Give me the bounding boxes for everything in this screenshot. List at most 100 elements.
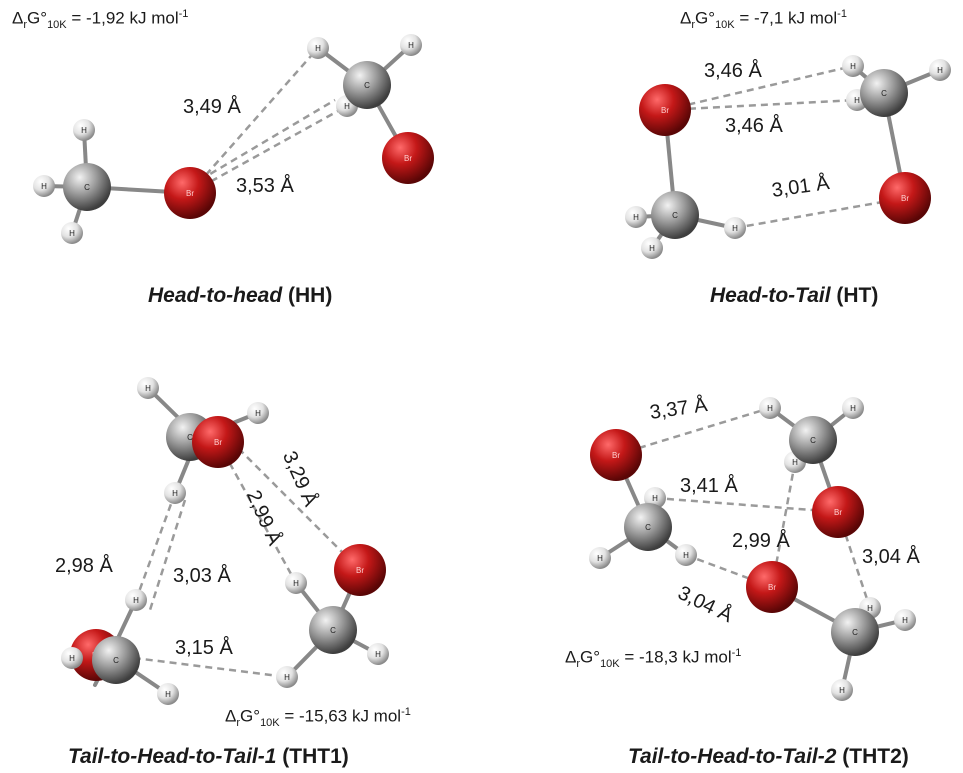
hydrogen-atom: H	[137, 377, 159, 399]
hydrogen-atom: H	[842, 397, 864, 419]
hydrogen-atom: H	[61, 222, 83, 244]
distance-hh-1: 3,49 Å	[183, 96, 241, 118]
svg-text:C: C	[187, 433, 193, 442]
hydrogen-atom: H	[73, 119, 95, 141]
svg-text:Br: Br	[214, 438, 222, 447]
hydrogen-atom: H	[929, 59, 951, 81]
contact-line	[216, 441, 298, 584]
bromine-atom: Br	[164, 167, 216, 219]
bromine-atom: Br	[334, 544, 386, 596]
svg-text:H: H	[683, 551, 689, 560]
contact-line	[199, 98, 336, 182]
contact-line	[664, 98, 858, 112]
hydrogen-atom: H	[625, 206, 647, 228]
contact-line	[615, 406, 771, 457]
contact-line	[664, 64, 854, 112]
hydrogen-atom: H	[589, 547, 611, 569]
svg-text:H: H	[767, 404, 773, 413]
distance-tht1-5: 3,15 Å	[175, 637, 233, 659]
distance-tht2-4: 3,04 Å	[862, 546, 920, 568]
svg-text:Br: Br	[834, 508, 842, 517]
hydrogen-atom: H	[164, 482, 186, 504]
svg-text:H: H	[850, 404, 856, 413]
hydrogen-atom: H	[842, 55, 864, 77]
contact-lines	[109, 47, 906, 679]
hydrogen-atom: H	[157, 683, 179, 705]
contact-line	[770, 461, 797, 588]
svg-text:C: C	[330, 626, 336, 635]
svg-text:Br: Br	[661, 106, 669, 115]
svg-text:H: H	[81, 126, 87, 135]
energy-hh: ΔrG°10K = -1,92 kJ mol-1	[12, 8, 189, 32]
svg-text:C: C	[852, 628, 858, 637]
svg-text:C: C	[881, 89, 887, 98]
hydrogen-atom: H	[125, 589, 147, 611]
covalent-bonds	[42, 43, 942, 696]
bromine-atom: Br	[192, 416, 244, 468]
bromine-atom: Br	[746, 561, 798, 613]
distance-tht2-3: 2,99 Å	[732, 530, 790, 552]
svg-text:H: H	[315, 44, 321, 53]
distance-tht1-4: 3,03 Å	[173, 565, 231, 587]
svg-text:H: H	[732, 224, 738, 233]
contact-line	[189, 104, 348, 195]
contact-line	[189, 47, 319, 194]
svg-text:Br: Br	[901, 194, 909, 203]
hydrogen-atom: H	[641, 237, 663, 259]
contact-line	[734, 196, 906, 230]
svg-text:Br: Br	[404, 154, 412, 163]
carbon-atom: C	[831, 608, 879, 656]
svg-text:H: H	[293, 579, 299, 588]
hydrogen-atom: H	[831, 679, 853, 701]
svg-text:H: H	[284, 673, 290, 682]
contact-line	[229, 439, 361, 571]
distance-ht-1: 3,46 Å	[704, 60, 762, 82]
svg-text:H: H	[69, 229, 75, 238]
svg-text:Br: Br	[768, 583, 776, 592]
hydrogen-atom: H	[894, 609, 916, 631]
bromine-atom: Br	[382, 132, 434, 184]
distance-tht1-3: 2,98 Å	[55, 555, 113, 577]
hydrogen-atom: H	[367, 643, 389, 665]
caption-tht1: Tail-to-Head-to-Tail-1 (THT1)	[68, 745, 349, 768]
atoms: HHHCBrHHHCBrBrHHCHHHHCBrHHCBrHBrHHCHHBrC…	[33, 34, 951, 705]
energy-tht1: ΔrG°10K = -15,63 kJ mol-1	[225, 706, 411, 730]
carbon-atom: C	[309, 606, 357, 654]
svg-text:H: H	[597, 554, 603, 563]
svg-text:C: C	[364, 81, 370, 90]
svg-text:H: H	[850, 62, 856, 71]
svg-text:H: H	[792, 458, 798, 467]
svg-text:C: C	[672, 211, 678, 220]
svg-text:Br: Br	[356, 566, 364, 575]
caption-ht: Head-to-Tail (HT)	[710, 284, 879, 307]
hydrogen-atom: H	[724, 217, 746, 239]
svg-text:Br: Br	[186, 189, 194, 198]
svg-text:H: H	[165, 690, 171, 699]
svg-text:C: C	[645, 523, 651, 532]
hydrogen-atom: H	[675, 544, 697, 566]
carbon-atom: C	[651, 191, 699, 239]
svg-text:H: H	[839, 686, 845, 695]
svg-text:H: H	[344, 102, 350, 111]
distance-hh-2: 3,53 Å	[236, 175, 294, 197]
svg-text:C: C	[810, 436, 816, 445]
svg-text:H: H	[902, 616, 908, 625]
distance-ht-2: 3,46 Å	[725, 115, 783, 137]
carbon-atom: C	[789, 416, 837, 464]
hydrogen-atom: H	[285, 572, 307, 594]
distance-tht2-2: 3,41 Å	[680, 475, 738, 497]
svg-text:H: H	[633, 213, 639, 222]
energy-tht2: ΔrG°10K = -18,3 kJ mol-1	[565, 647, 742, 671]
svg-text:H: H	[867, 604, 873, 613]
carbon-atom: C	[63, 163, 111, 211]
svg-text:H: H	[375, 650, 381, 659]
svg-text:H: H	[649, 244, 655, 253]
svg-text:C: C	[113, 656, 119, 665]
hydrogen-atom: H	[61, 647, 83, 669]
caption-tht2: Tail-to-Head-to-Tail-2 (THT2)	[628, 745, 909, 768]
hydrogen-atom: H	[759, 397, 781, 419]
carbon-atom: C	[860, 69, 908, 117]
hydrogen-atom: H	[276, 666, 298, 688]
svg-text:C: C	[84, 183, 90, 192]
svg-text:H: H	[41, 182, 47, 191]
